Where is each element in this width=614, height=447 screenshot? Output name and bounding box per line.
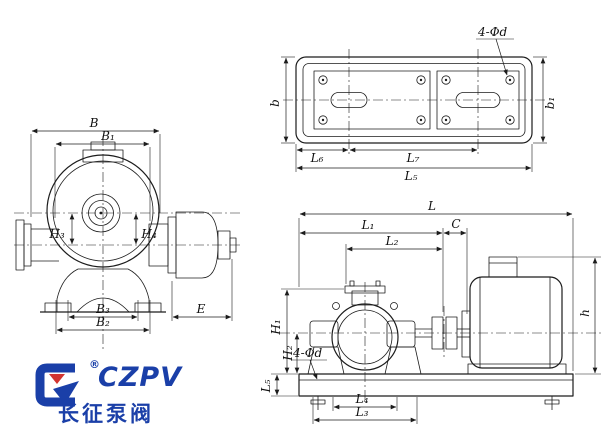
dim-label-C: C	[451, 217, 460, 231]
end-view: B B₁ H₃ H₄ B₃ B₂ E	[14, 116, 242, 350]
elevation-dimensions	[271, 211, 601, 424]
shaft-hub	[81, 193, 121, 233]
dim-label-E: E	[196, 302, 206, 316]
discharge-pipe	[351, 290, 379, 306]
dim-label-L6: L₆	[310, 151, 324, 165]
dim-label-L2: L₂	[385, 234, 399, 248]
coupling	[431, 316, 470, 350]
dim-label-B1: B₁	[100, 129, 115, 143]
elevation-view: L L₁ L₂ C h H₁ H₂ L₅ 4-Φd L₄ L₃	[259, 199, 602, 424]
motor-pad	[436, 70, 520, 130]
dim-label-plan-bolt-note: 4-Φd	[477, 25, 508, 39]
motor-body	[469, 276, 563, 369]
plan-view: 4-Φd b b₁ L₆ L₇ L₅	[268, 25, 557, 183]
dim-label-b1: b₁	[543, 97, 557, 110]
volute-casing	[46, 154, 160, 268]
terminal-box	[488, 256, 518, 278]
dim-label-H3: H₃	[48, 227, 64, 241]
bolt-holes	[318, 75, 515, 125]
dim-label-H4: H₄	[140, 227, 156, 241]
dim-label-L5-vertical: L₅	[259, 379, 273, 393]
plan-dimensions	[281, 38, 547, 172]
end-view-dimensions	[30, 128, 233, 334]
logo-icon	[35, 363, 79, 407]
company-name-cn: 长征泵阀	[58, 402, 154, 426]
pump-slot	[330, 92, 368, 108]
pump-side-view	[307, 280, 432, 375]
motor	[461, 256, 567, 375]
dim-label-B: B	[89, 116, 99, 130]
dim-label-H2: H₂	[281, 345, 295, 361]
dim-label-H1: H₁	[269, 319, 283, 335]
dim-label-h: h	[578, 309, 592, 317]
dim-label-L1: L₁	[361, 218, 375, 232]
dim-label-B2: B₂	[95, 315, 110, 329]
dim-label-L3: L₃	[355, 405, 369, 419]
brand-logo: ® CZPV 长征泵阀	[30, 356, 225, 440]
dim-label-L4: L₄	[355, 392, 369, 406]
baseplate-side	[298, 373, 574, 410]
registered-mark-icon: ®	[89, 358, 100, 371]
dim-label-B3: B₃	[95, 302, 110, 316]
bearing-assembly	[148, 211, 237, 279]
pump-casing-side	[331, 303, 399, 371]
pump-pedestal	[40, 268, 166, 313]
pump-pad	[313, 70, 431, 130]
dim-label-b: b	[268, 99, 282, 107]
suction-flange	[15, 219, 59, 271]
discharge-flange	[344, 285, 386, 294]
dim-label-L5: L₅	[404, 169, 418, 183]
brand-text: CZPV	[98, 362, 183, 393]
dim-label-L7: L₇	[406, 151, 420, 165]
motor-slot	[455, 92, 501, 108]
dim-label-L: L	[427, 199, 436, 213]
motor-feet	[467, 363, 567, 375]
dim-label-elev-bolt-note: 4-Φd	[292, 346, 323, 360]
baseplate-outline	[295, 56, 533, 144]
